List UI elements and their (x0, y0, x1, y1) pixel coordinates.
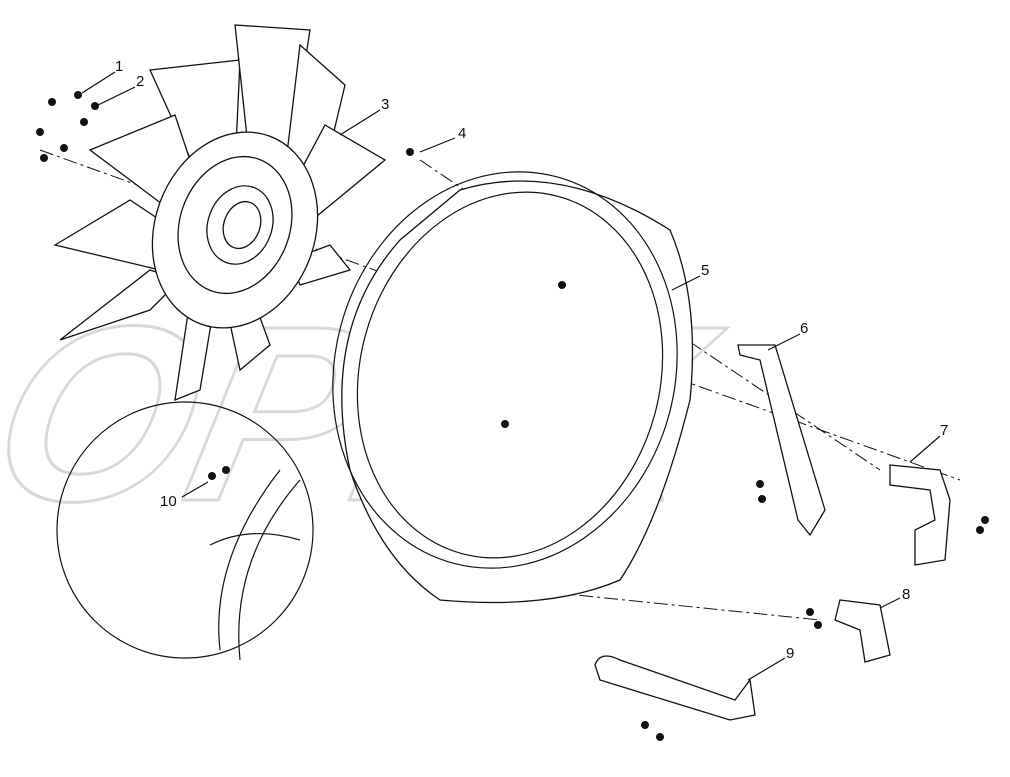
callout-7: 7 (940, 422, 948, 439)
support-arm (737, 344, 826, 537)
bolts (36, 91, 989, 741)
callout-3: 3 (381, 96, 389, 113)
callout-10: 10 (160, 493, 177, 510)
fan-assembly (53, 24, 387, 402)
detail-wire (209, 533, 301, 546)
callout-4: 4 (458, 125, 466, 142)
fan-shroud (332, 171, 694, 604)
detail-circle (56, 401, 314, 659)
callout-2: 2 (136, 73, 144, 90)
lower-support (594, 655, 756, 721)
bracket-lower (834, 599, 891, 663)
callout-8: 8 (902, 586, 910, 603)
bracket-right (889, 464, 951, 566)
leader-lines (81, 71, 941, 681)
callout-1: 1 (115, 58, 123, 75)
centerline-lower (429, 579, 821, 621)
callout-6: 6 (800, 320, 808, 337)
callout-9: 9 (786, 645, 794, 662)
detail-shroud-edge (218, 469, 301, 661)
callout-5: 5 (701, 262, 709, 279)
